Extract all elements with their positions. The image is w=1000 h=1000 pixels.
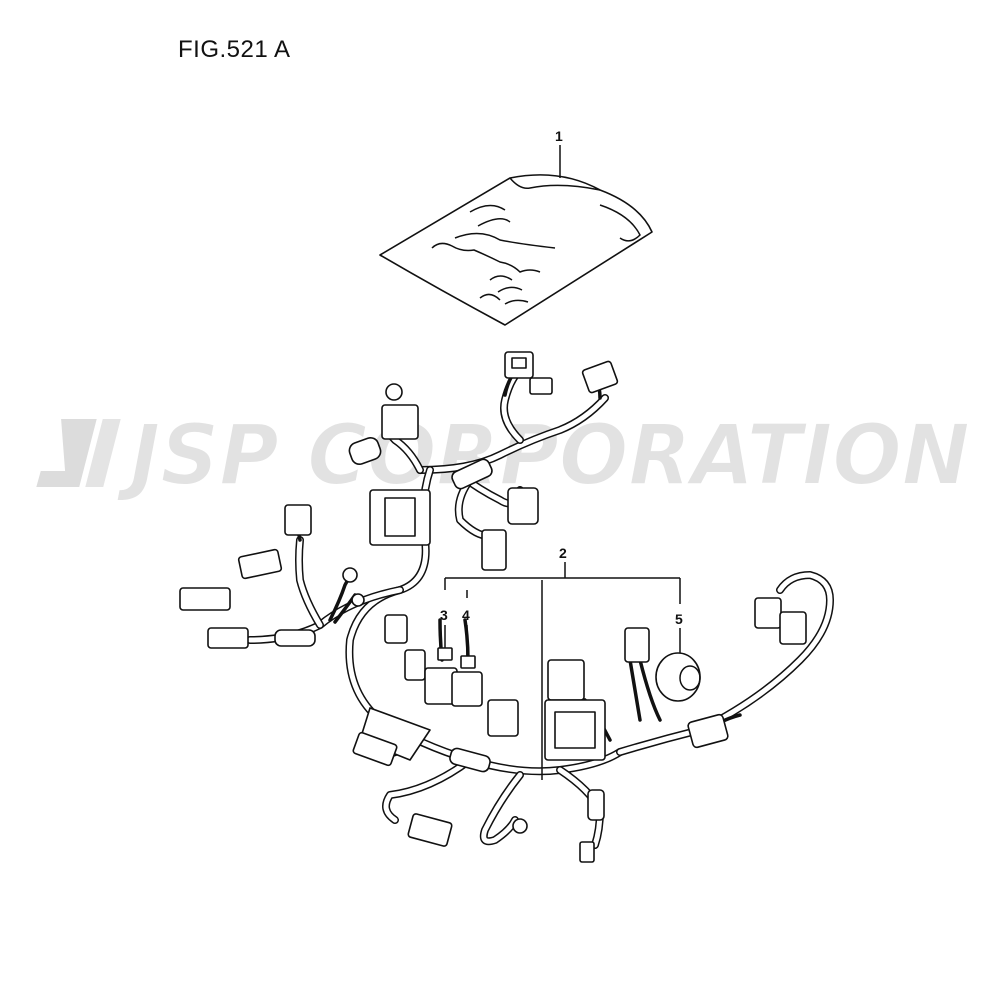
watermark-logo-mark xyxy=(33,417,124,489)
part-3-fuse xyxy=(437,625,453,661)
part-1-manual-bag xyxy=(379,145,653,326)
watermark: JSP CORPORATION xyxy=(33,405,971,505)
callout-2-leader xyxy=(444,562,681,604)
callout-2-label: 2 xyxy=(559,545,567,561)
part-4-fuse xyxy=(460,590,476,669)
part-5-cap xyxy=(655,628,701,702)
watermark-text: JSP CORPORATION xyxy=(116,406,970,504)
part-2-wiring-harness xyxy=(179,351,834,863)
callout-3-label: 3 xyxy=(440,607,448,623)
callout-4-label: 4 xyxy=(462,607,470,623)
callout-1-label: 1 xyxy=(555,128,563,144)
callout-5-label: 5 xyxy=(675,611,683,627)
figure-title: FIG.521 A xyxy=(178,36,291,63)
